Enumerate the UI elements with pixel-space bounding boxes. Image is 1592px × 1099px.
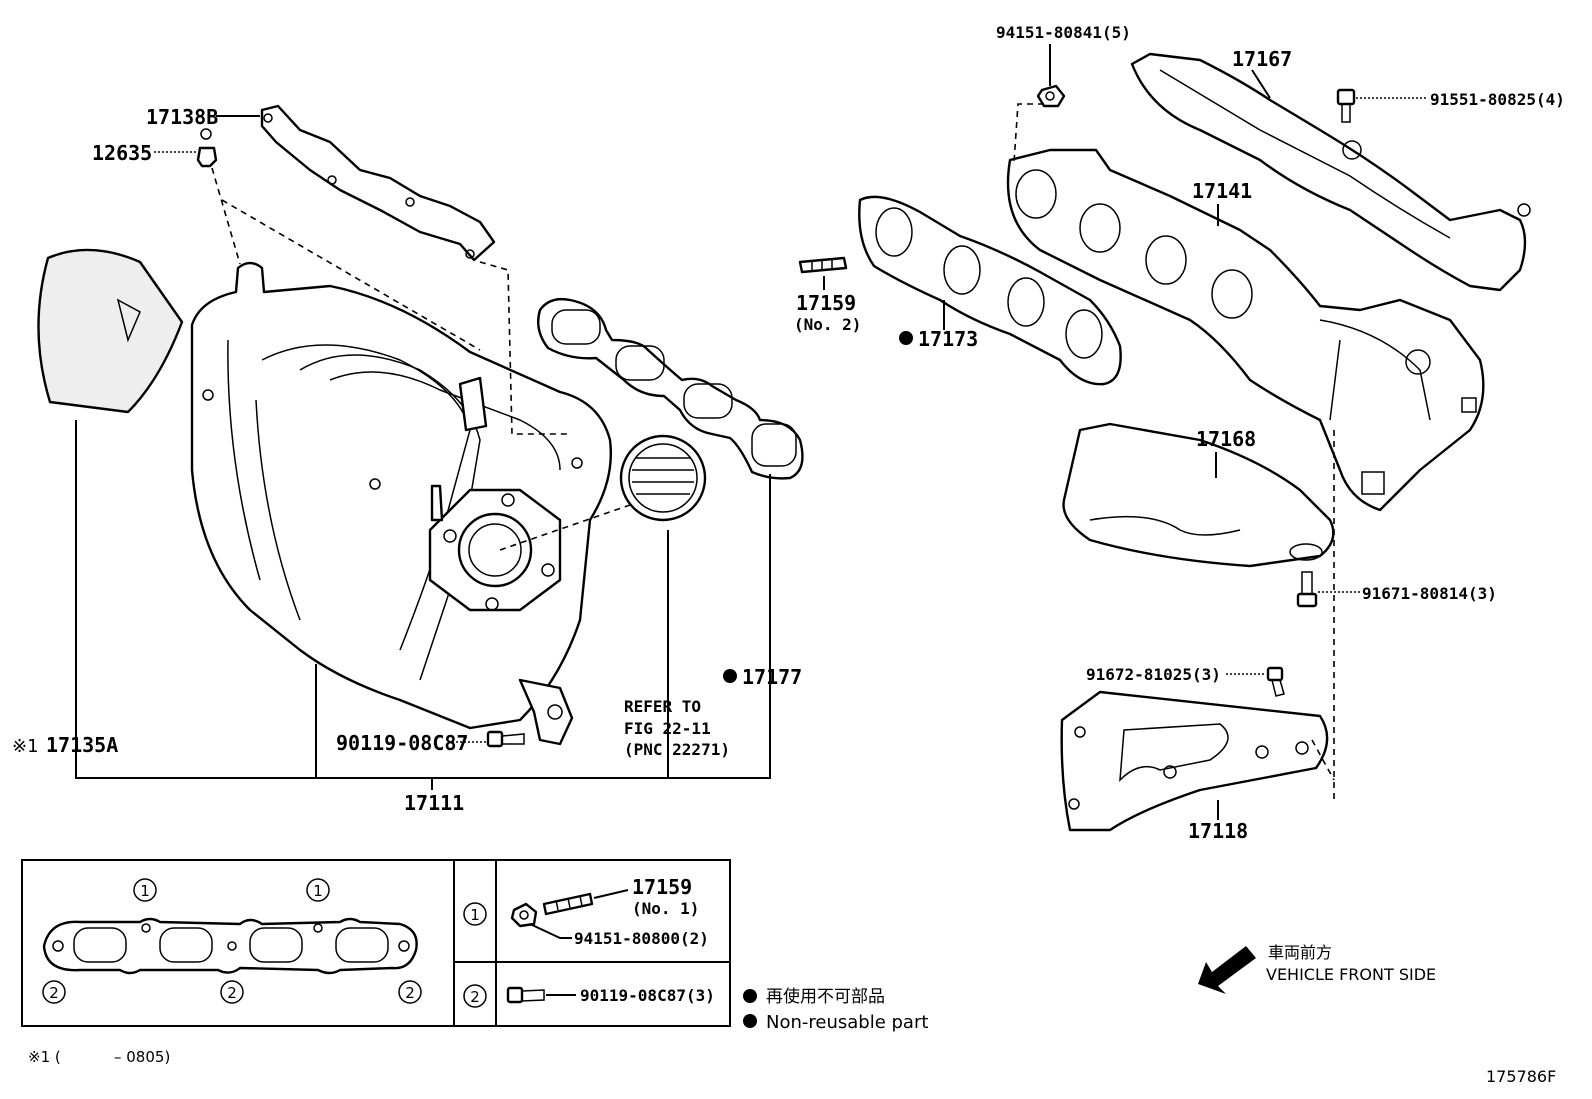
- part-17173-exhaust-gasket: [858, 195, 1122, 386]
- label-17138B: 17138B: [146, 105, 218, 129]
- inset-table: 1 1 2 2 2 1 2 17159 (No. 1) 94151-80800: [21, 859, 731, 1027]
- label-17111: 17111: [404, 791, 464, 815]
- label-17168: 17168: [1196, 427, 1256, 451]
- refer-line-2: FIG 22-11: [624, 719, 711, 738]
- vehicle-front-direction: 車両前方 VEHICLE FRONT SIDE: [1198, 943, 1436, 994]
- legend-en: Non-reusable part: [766, 1012, 928, 1033]
- label-91671-80814: 91671-80814(3): [1362, 584, 1497, 603]
- inset-row1-marker: [463, 902, 487, 926]
- svg-text:2: 2: [405, 984, 415, 1002]
- part-12635-grommet: [196, 128, 218, 168]
- inset-label-94151-80800: 94151-80800(2): [574, 929, 709, 948]
- svg-text:1: 1: [140, 882, 150, 900]
- part-17135A-cover: [37, 248, 184, 414]
- label-17177: 17177: [742, 665, 802, 689]
- label-17159-no2: 17159: [796, 291, 856, 315]
- legend: 再使用不可部品 Non-reusable part: [743, 986, 928, 1033]
- inset-label-17159: 17159: [632, 875, 692, 899]
- label-17159-no2-sub: (No. 2): [794, 315, 861, 334]
- footnote-mark: ※1 (: [28, 1048, 61, 1066]
- part-91672-81025-bolt: [1266, 666, 1285, 697]
- inset-label-90119-08C87: 90119-08C87(3): [580, 986, 715, 1005]
- part-17111-intake-manifold: [190, 261, 612, 746]
- part-17168-heat-insulator-lower: [1062, 422, 1335, 568]
- part-17167-heat-insulator-upper: [1130, 52, 1531, 292]
- part-91551-80825-bolt: [1336, 88, 1356, 123]
- non-reusable-mark-17177: [723, 669, 737, 683]
- figure-id: 175786F: [1486, 1067, 1556, 1086]
- label-91672-81025: 91672-81025(3): [1086, 665, 1221, 684]
- part-90119-08C87-bolt: [486, 730, 525, 748]
- direction-arrow-icon: [1198, 946, 1256, 994]
- label-12635: 12635: [92, 141, 152, 165]
- inset-row2-marker: [463, 984, 487, 1008]
- part-17159-stud-no2: [798, 256, 848, 274]
- inset-bolt-90119-08C87: [506, 986, 576, 1004]
- svg-text:1: 1: [313, 882, 323, 900]
- part-17177-gasket: [537, 297, 804, 480]
- part-throttle-gasket: [619, 434, 707, 522]
- label-17118: 17118: [1188, 819, 1248, 843]
- inset-callouts: 1 1 2 2 2: [42, 878, 422, 1004]
- legend-dot-jp: [743, 989, 757, 1003]
- part-17118-manifold-stay: [1060, 690, 1329, 832]
- refer-line-1: REFER TO: [624, 697, 701, 716]
- non-reusable-mark-17173: [899, 331, 913, 345]
- legend-jp: 再使用不可部品: [766, 986, 885, 1007]
- label-17141: 17141: [1192, 179, 1252, 203]
- footnote-range: – 0805): [114, 1048, 170, 1066]
- inset-stud-17159-no1: [542, 889, 629, 916]
- intake-side: 17138B 12635 ※1 17135A 90119-08C87 17111…: [12, 104, 804, 815]
- inset-label-17159-sub: (No. 1): [632, 899, 699, 918]
- direction-jp: 車両前方: [1268, 943, 1332, 962]
- inset-nut-94151-80800: [510, 902, 572, 939]
- part-17138B-bracket: [260, 104, 496, 262]
- part-94151-80841-nut: [1036, 84, 1066, 108]
- exhaust-side: 94151-80841(5) 17167 91551-80825(4) 1714…: [794, 23, 1565, 843]
- label-94151-80841: 94151-80841(5): [996, 23, 1131, 42]
- part-17141-exhaust-manifold: [1006, 148, 1485, 512]
- direction-en: VEHICLE FRONT SIDE: [1266, 965, 1436, 984]
- label-17173: 17173: [918, 327, 978, 351]
- inset-gasket-illustration: [42, 917, 418, 975]
- svg-text:1: 1: [470, 906, 480, 924]
- svg-text:2: 2: [227, 984, 237, 1002]
- legend-dot-en: [743, 1014, 757, 1028]
- part-91671-80814-bolt: [1296, 571, 1318, 608]
- svg-text:2: 2: [49, 984, 59, 1002]
- label-17167: 17167: [1232, 47, 1292, 71]
- label-90119-08C87: 90119-08C87: [336, 731, 468, 755]
- label-91551-80825: 91551-80825(4): [1430, 90, 1565, 109]
- refer-line-3: (PNC 22271): [624, 740, 730, 759]
- label-17135A-mark: ※1: [12, 736, 39, 757]
- svg-text:2: 2: [470, 988, 480, 1006]
- label-17135A: 17135A: [46, 733, 118, 757]
